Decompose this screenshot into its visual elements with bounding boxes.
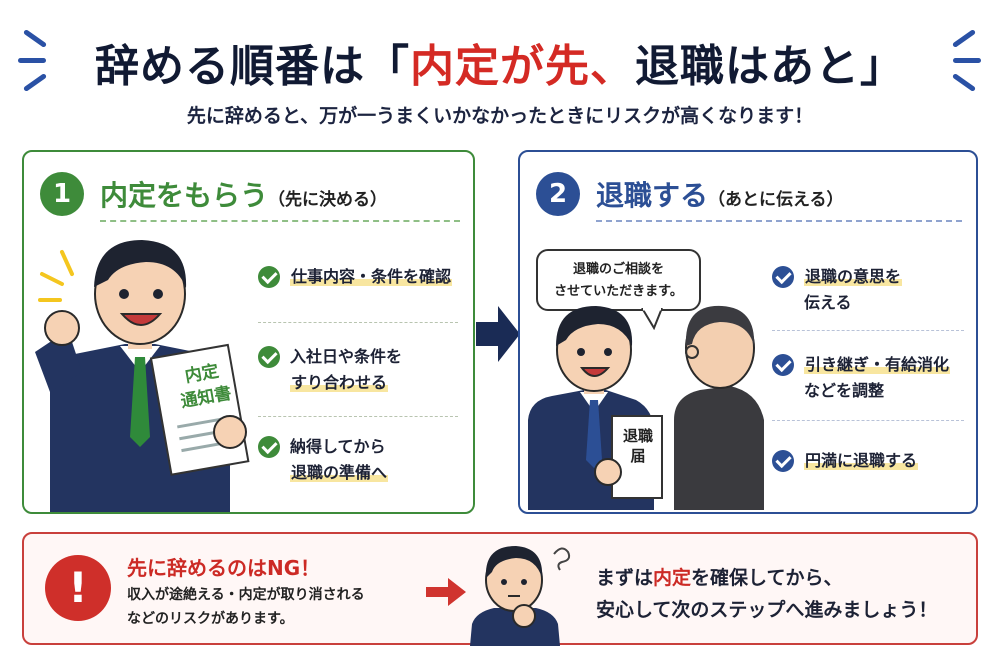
step2-illustration [528, 305, 764, 510]
title-burst-left-icon [18, 28, 58, 93]
check-icon [258, 266, 280, 288]
check-icon [772, 354, 794, 376]
step1-item-1-text: 仕事内容・条件を確認 [290, 267, 453, 286]
step1-item-divider [258, 322, 458, 323]
step1-item-3: 納得してから 退職の準備へ [290, 434, 389, 486]
step2-item-divider [772, 420, 964, 421]
advice-line2: 安心して次のステップへ進みましょう！ [596, 599, 938, 621]
resignation-letter-text: 退職 届 [614, 426, 662, 466]
step1-item-2-line2: すり合わせる [290, 373, 389, 392]
sparkle-icon [38, 250, 74, 302]
step2-item-2: 引き継ぎ・有給消化 などを調整 [804, 352, 951, 404]
step1-title: 内定をもらう [100, 179, 269, 212]
arrow-right-red-icon [426, 578, 466, 606]
step2-item-3-line1: 円満に退職する [804, 451, 919, 470]
check-icon [258, 436, 280, 458]
step1-item-2-line1: 入社日や条件を [290, 347, 403, 366]
step2-title: 退職する [596, 179, 709, 212]
step1-item-1: 仕事内容・条件を確認 [290, 264, 453, 290]
warning-text-line1: 収入が途絶える・内定が取り消される [127, 587, 365, 603]
check-icon [772, 266, 794, 288]
step2-number-badge: 2 [536, 172, 580, 216]
step1-item-3-line1: 納得してから [290, 437, 386, 456]
step2-heading: 退職する（あとに伝える） [596, 174, 844, 214]
warning-title: 先に辞めるのはNG！ [127, 556, 321, 580]
step2-item-divider [772, 330, 964, 331]
step1-illustration [35, 240, 250, 512]
advice-pre: まずは [596, 567, 654, 589]
speech-bubble-line1: 退職のご相談を [572, 262, 664, 277]
resignation-letter-line2: 届 [630, 447, 646, 465]
step2-item-1: 退職の意思を 伝える [804, 264, 903, 316]
resignation-letter-line1: 退職 [622, 427, 653, 445]
check-icon [772, 450, 794, 472]
step2-item-2-line2: などを調整 [804, 381, 885, 400]
title-burst-right-icon [945, 28, 985, 93]
title-part-2: 退職はあと」 [635, 41, 905, 92]
step1-item-divider [258, 416, 458, 417]
title-highlight: 内定が先、 [410, 41, 635, 92]
step2-divider [596, 220, 962, 222]
step2-item-1-line1: 退職の意思を [804, 267, 903, 286]
speech-bubble-line2: させていただきます。 [554, 284, 683, 299]
warning-icon: ! [45, 555, 111, 621]
step1-heading: 内定をもらう（先に決める） [100, 174, 387, 214]
step2-item-2-line1: 引き継ぎ・有給消化 [804, 355, 951, 374]
step2-note: （あとに伝える） [708, 190, 844, 210]
step1-note: （先に決める） [268, 190, 388, 210]
warning-mark: ! [68, 563, 88, 612]
page-title: 辞める順番は「内定が先、退職はあと」 [0, 30, 1000, 94]
title-part-1: 辞める順番は「 [95, 41, 410, 92]
thinking-person-illustration [470, 546, 571, 646]
step1-item-2: 入社日や条件を すり合わせる [290, 344, 402, 396]
subtitle: 先に辞めると、万が一うまくいかなかったときにリスクが高くなります！ [186, 105, 814, 127]
advice-highlight: 内定 [653, 567, 692, 589]
step1-divider [100, 220, 460, 222]
step1-item-3-line2: 退職の準備へ [290, 463, 389, 482]
warning-text-line2: などのリスクがあります。 [127, 611, 294, 627]
arrow-right-icon [476, 306, 520, 362]
check-icon [258, 346, 280, 368]
advice-post: を確保してから、 [691, 567, 843, 589]
step2-item-1-line2: 伝える [804, 293, 852, 312]
speech-bubble-tail [641, 308, 663, 330]
advice-line1: まずは内定を確保してから、 [596, 563, 842, 590]
step2-item-3: 円満に退職する [804, 448, 919, 474]
step1-number-badge: 1 [40, 172, 84, 216]
speech-bubble: 退職のご相談を させていただきます。 [536, 249, 701, 311]
